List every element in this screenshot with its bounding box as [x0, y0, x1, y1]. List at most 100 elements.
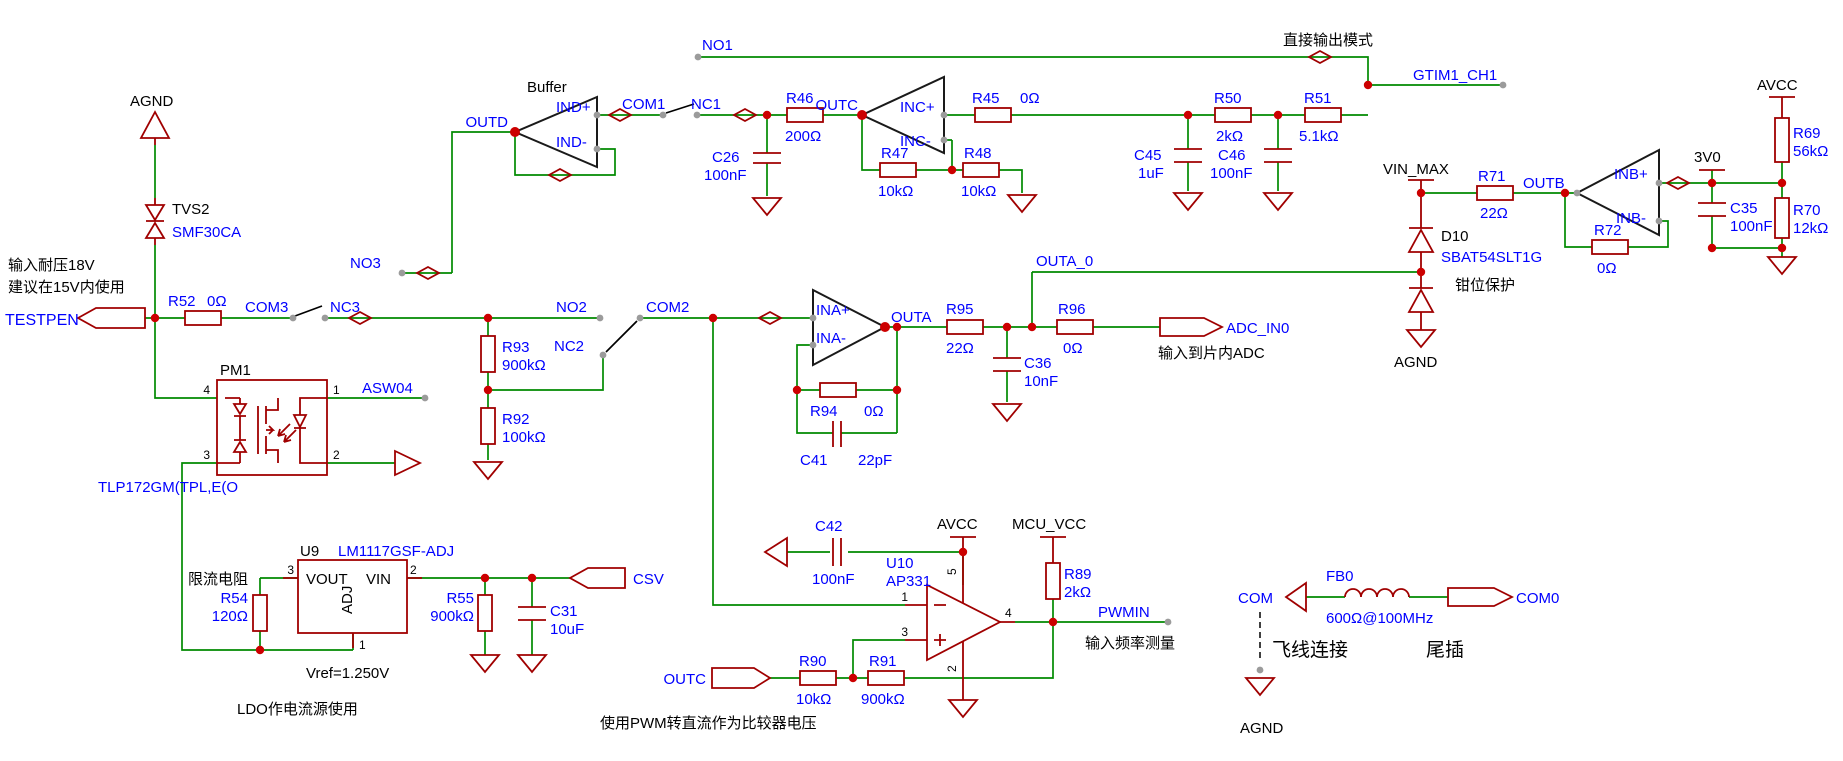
svg-text:R96: R96 [1058, 301, 1086, 318]
svg-text:10kΩ: 10kΩ [961, 183, 996, 200]
svg-text:R94: R94 [810, 403, 838, 420]
svg-text:AVCC: AVCC [937, 516, 978, 533]
vin-max-symbol[interactable]: VIN_MAX [1383, 161, 1449, 193]
component-r47[interactable]: R47 10kΩ [878, 145, 917, 200]
svg-text:INB+: INB+ [1614, 166, 1648, 183]
svg-text:U10: U10 [886, 555, 914, 572]
component-r45[interactable]: R45 0Ω [972, 90, 1040, 123]
agnd-top-symbol[interactable]: AGND [130, 93, 174, 145]
svg-text:120Ω: 120Ω [212, 608, 248, 625]
avcc-right-symbol[interactable]: AVCC [1757, 77, 1798, 118]
comment-vref: Vref=1.250V [306, 665, 389, 682]
component-r69[interactable]: R69 56kΩ [1774, 117, 1828, 163]
svg-text:R70: R70 [1793, 202, 1821, 219]
svg-text:INC+: INC+ [900, 99, 935, 116]
port-com[interactable]: COM [1238, 581, 1307, 613]
component-r95[interactable]: R95 22Ω [946, 301, 984, 357]
component-c36[interactable]: C36 10nF [993, 355, 1058, 390]
agnd-fb0-label: AGND [1240, 720, 1284, 737]
component-r91[interactable]: R91 900kΩ [861, 653, 905, 708]
port-outc-bottom[interactable]: OUTC [664, 667, 772, 689]
wire-layer[interactable] [145, 56, 1783, 679]
tvs2-value: SMF30CA [172, 224, 241, 241]
opamp-b[interactable]: INB+ INB- [1574, 148, 1660, 237]
ground-r48 [1006, 194, 1038, 214]
svg-text:56kΩ: 56kΩ [1793, 143, 1828, 160]
component-fb0[interactable]: FB0 600Ω@100MHz [1326, 568, 1433, 627]
svg-text:TESTPEN: TESTPEN [5, 312, 79, 329]
svg-text:900kΩ: 900kΩ [861, 691, 905, 708]
port-com0[interactable]: COM0 [1447, 587, 1559, 607]
svg-text:1: 1 [333, 383, 340, 397]
net-outb[interactable]: OUTB [1523, 175, 1565, 192]
component-c31[interactable]: C31 10uF [518, 603, 584, 638]
component-c42[interactable]: C42 100nF [812, 518, 855, 588]
net-nc3: NC3 [330, 299, 360, 316]
component-c46[interactable]: C46 100nF [1210, 147, 1292, 182]
mcu-vcc-symbol[interactable]: MCU_VCC [1012, 516, 1086, 563]
component-r55[interactable]: R55 900kΩ [430, 590, 493, 632]
net-flag-diamonds[interactable] [347, 49, 1691, 326]
component-r48[interactable]: R48 10kΩ [961, 145, 1000, 200]
net-outd[interactable]: OUTD [466, 114, 509, 131]
svg-text:R50: R50 [1214, 90, 1242, 107]
component-r52[interactable]: R52 0Ω [168, 293, 227, 326]
component-u10[interactable]: U10 AP331 1 3 4 5 2 [886, 552, 1015, 700]
component-c26[interactable]: C26 100nF [704, 149, 781, 184]
svg-text:4: 4 [203, 383, 210, 397]
component-u9[interactable]: U9 LM1117GSF-ADJ VOUT VIN ADJ 3 2 1 [283, 543, 454, 652]
svg-text:PM1: PM1 [220, 362, 251, 379]
component-r50[interactable]: R50 2kΩ [1214, 90, 1252, 145]
component-r89[interactable]: R89 2kΩ [1045, 562, 1092, 601]
component-r70[interactable]: R70 12kΩ [1774, 197, 1828, 239]
component-d10[interactable]: D10 SBAT54SLT1G [1407, 193, 1542, 330]
component-tvs2[interactable]: TVS2 SMF30CA [144, 198, 241, 245]
svg-text:100kΩ: 100kΩ [502, 429, 546, 446]
component-pm1[interactable]: PM1 TLP172GM(TPL,E(O 4 1 3 2 [98, 362, 423, 496]
svg-text:R52: R52 [168, 293, 196, 310]
v3v0-symbol[interactable]: 3V0 [1694, 149, 1725, 171]
opamp-a[interactable]: INA+ INA- [812, 288, 888, 367]
svg-text:COM: COM [1238, 590, 1273, 607]
ground-symbols[interactable] [469, 192, 1798, 719]
component-r54[interactable]: R54 120Ω [212, 590, 268, 632]
component-c41[interactable]: C41 22pF [800, 421, 892, 469]
port-testpen[interactable]: TESTPEN [5, 307, 146, 329]
svg-text:INB-: INB- [1616, 210, 1646, 227]
component-r51[interactable]: R51 5.1kΩ [1299, 90, 1342, 145]
component-r71[interactable]: R71 22Ω [1476, 168, 1514, 222]
svg-text:C31: C31 [550, 603, 578, 620]
port-c42-left-arrow[interactable] [763, 536, 788, 568]
component-r93[interactable]: R93 900kΩ [480, 335, 546, 374]
component-c35[interactable]: C35 100nF [1698, 200, 1773, 235]
port-csv[interactable]: CSV [568, 567, 664, 589]
port-adc-in0[interactable]: ADC_IN0 [1159, 317, 1289, 337]
component-r72[interactable]: R72 0Ω [1591, 222, 1629, 277]
opamp-c[interactable]: INC+ INC- [859, 75, 945, 155]
svg-text:C41: C41 [800, 452, 828, 469]
svg-text:R89: R89 [1064, 566, 1092, 583]
ground-inb [1766, 256, 1798, 276]
ground-clamp [1405, 329, 1437, 349]
svg-text:5.1kΩ: 5.1kΩ [1299, 128, 1339, 145]
avcc-mid-symbol[interactable]: AVCC [937, 516, 978, 552]
component-r90[interactable]: R90 10kΩ [796, 653, 837, 708]
svg-text:LM1117GSF-ADJ: LM1117GSF-ADJ [338, 543, 454, 560]
svg-text:5: 5 [945, 568, 959, 575]
net-outa[interactable]: OUTA [891, 309, 932, 326]
svg-text:C42: C42 [815, 518, 843, 535]
svg-text:IND+: IND+ [556, 99, 591, 116]
component-c45[interactable]: C45 1uF [1134, 147, 1202, 182]
component-r96[interactable]: R96 0Ω [1056, 301, 1094, 357]
analog-switch-lines[interactable] [294, 103, 1261, 662]
svg-text:0Ω: 0Ω [1597, 260, 1617, 277]
component-r92[interactable]: R92 100kΩ [480, 407, 546, 446]
opamp-buffer-d[interactable]: Buffer IND+ IND- [512, 79, 598, 169]
component-r94[interactable]: R94 0Ω [810, 382, 884, 420]
svg-text:4: 4 [1005, 606, 1012, 620]
net-labels[interactable]: NO1 GTIM1_CH1 COM1 NC1 NO3 COM3 NC3 NO2 … [245, 37, 1497, 621]
comment-freq-meas: 输入频率测量 [1085, 635, 1175, 652]
net-outc[interactable]: OUTC [816, 97, 859, 114]
svg-text:C36: C36 [1024, 355, 1052, 372]
component-r46[interactable]: R46 200Ω [785, 90, 824, 145]
